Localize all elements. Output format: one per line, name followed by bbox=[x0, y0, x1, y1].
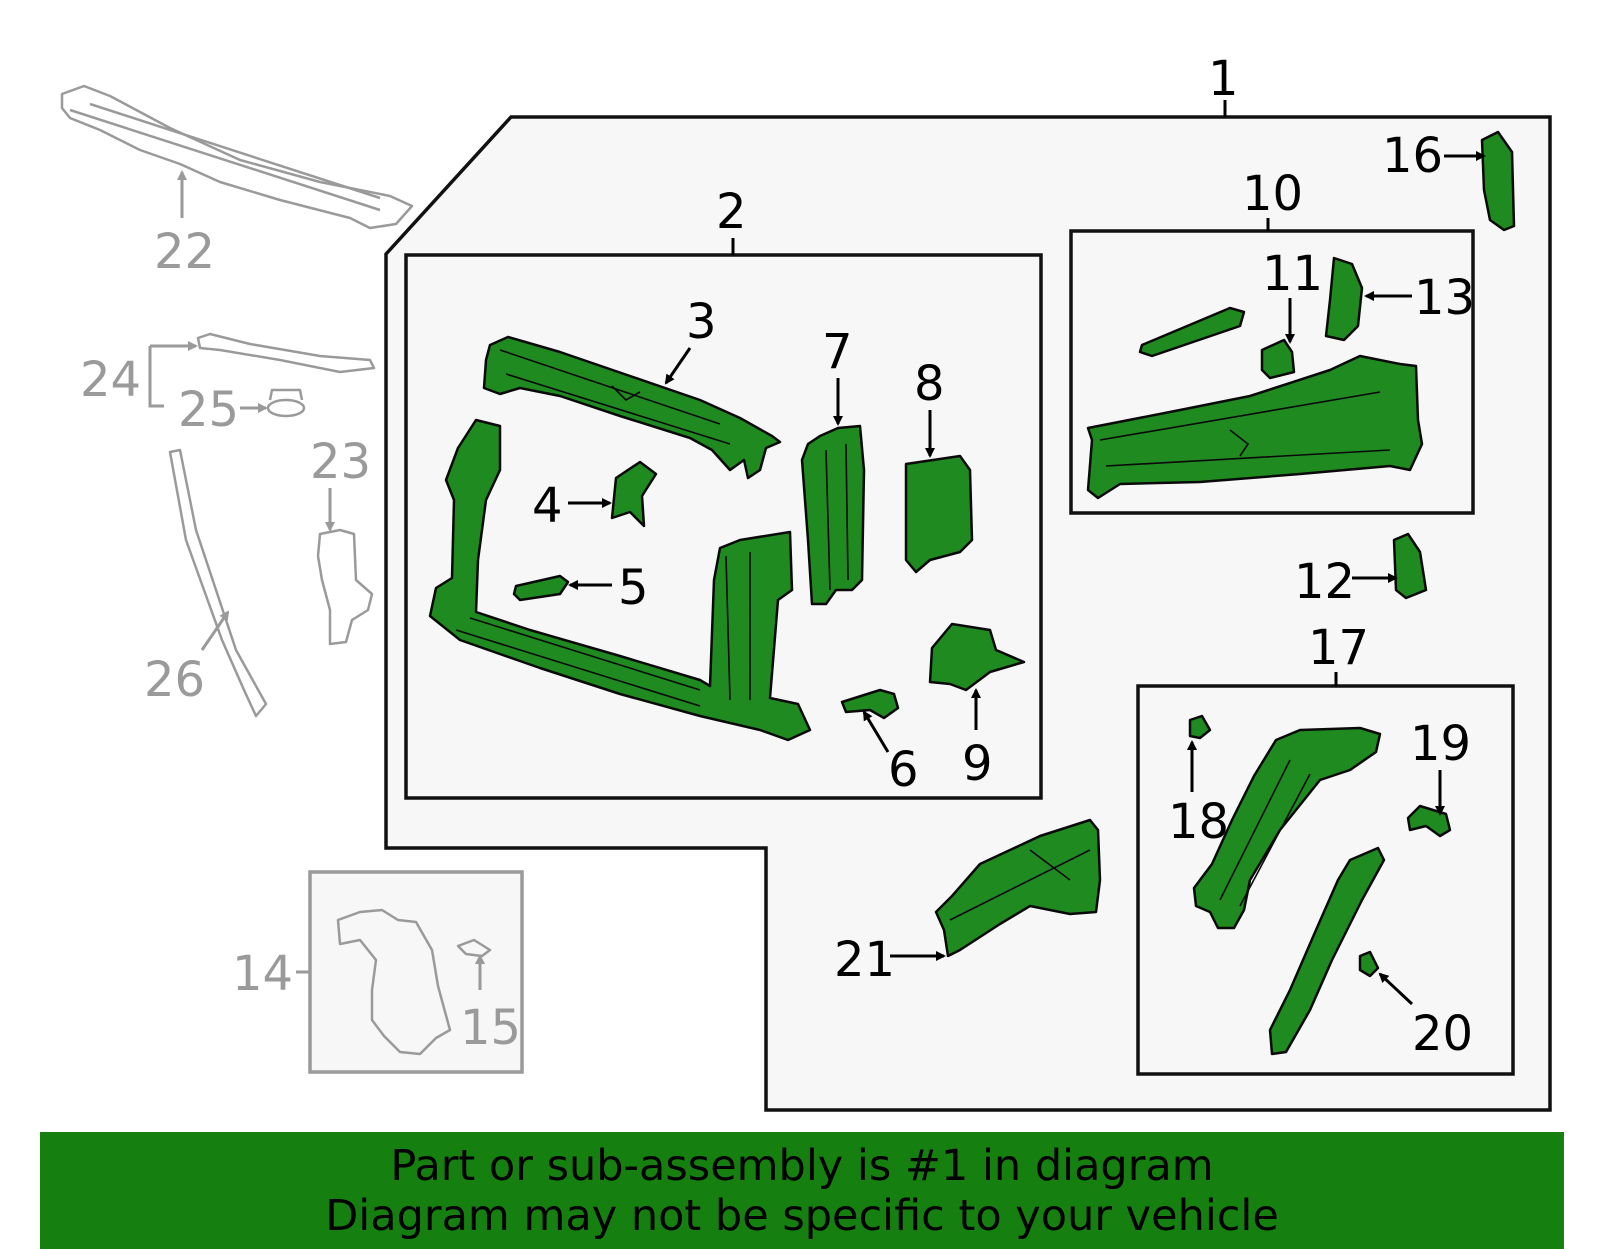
part-13-bracket bbox=[1324, 256, 1364, 342]
part-18-clip bbox=[1188, 714, 1212, 740]
part-3-upper-tie-bar bbox=[482, 335, 782, 480]
part-16-bracket bbox=[1480, 130, 1516, 232]
part-14-bracket bbox=[336, 908, 452, 1056]
info-banner: Part or sub-assembly is #1 in diagram Di… bbox=[40, 1132, 1564, 1249]
callout-20: 20 bbox=[1412, 1006, 1473, 1062]
part-21-apron-front bbox=[934, 818, 1102, 958]
subassembly-14-box bbox=[308, 870, 524, 1074]
banner-line-2: Diagram may not be specific to your vehi… bbox=[325, 1190, 1279, 1241]
part-11-bracket bbox=[1260, 338, 1296, 380]
callout-16: 16 bbox=[1382, 128, 1443, 184]
callout-1: 1 bbox=[1208, 51, 1239, 107]
part-15-clip bbox=[456, 938, 492, 958]
callout-14: 14 bbox=[232, 946, 293, 1002]
part-23-bracket bbox=[316, 528, 374, 646]
part-8-duct bbox=[904, 454, 974, 574]
banner-line-1: Part or sub-assembly is #1 in diagram bbox=[390, 1140, 1214, 1191]
callout-12: 12 bbox=[1294, 554, 1355, 610]
callout-8: 8 bbox=[914, 356, 945, 412]
part-26-brace bbox=[168, 448, 268, 718]
callout-5: 5 bbox=[618, 560, 649, 616]
callout-13: 13 bbox=[1414, 270, 1475, 326]
part-10-bracket-bar bbox=[1138, 306, 1246, 358]
part-25-grommet bbox=[266, 388, 306, 418]
callout-25: 25 bbox=[178, 382, 239, 438]
part-22-reinforcement bbox=[60, 84, 414, 230]
callout-9: 9 bbox=[962, 736, 993, 792]
callout-17: 17 bbox=[1308, 620, 1369, 676]
callout-26: 26 bbox=[144, 652, 205, 708]
part-17-apron bbox=[1192, 726, 1382, 930]
part-24-bar bbox=[196, 332, 376, 374]
callout-24: 24 bbox=[80, 352, 141, 408]
callout-11: 11 bbox=[1262, 246, 1323, 302]
callout-7: 7 bbox=[822, 324, 853, 380]
part-radiator-support-frame bbox=[428, 418, 812, 742]
callout-2: 2 bbox=[716, 184, 747, 240]
part-9-bracket bbox=[928, 622, 1026, 692]
callout-21: 21 bbox=[834, 932, 895, 988]
callout-3: 3 bbox=[686, 294, 717, 350]
callout-18: 18 bbox=[1168, 794, 1229, 850]
callout-10: 10 bbox=[1242, 166, 1303, 222]
part-7-side-panel bbox=[800, 424, 866, 606]
part-17-lower-rail bbox=[1268, 846, 1386, 1056]
callout-22: 22 bbox=[154, 224, 215, 280]
callout-15: 15 bbox=[460, 1000, 521, 1056]
callout-23: 23 bbox=[310, 434, 371, 490]
part-5-bracket bbox=[512, 574, 570, 602]
callout-19: 19 bbox=[1410, 716, 1471, 772]
part-6-bracket bbox=[840, 688, 900, 720]
part-20-clip bbox=[1358, 950, 1380, 978]
callout-4: 4 bbox=[532, 478, 563, 534]
part-10-rail bbox=[1086, 354, 1424, 500]
part-4-bracket bbox=[610, 460, 658, 528]
callout-6: 6 bbox=[888, 742, 919, 798]
part-12-bracket bbox=[1392, 532, 1428, 600]
